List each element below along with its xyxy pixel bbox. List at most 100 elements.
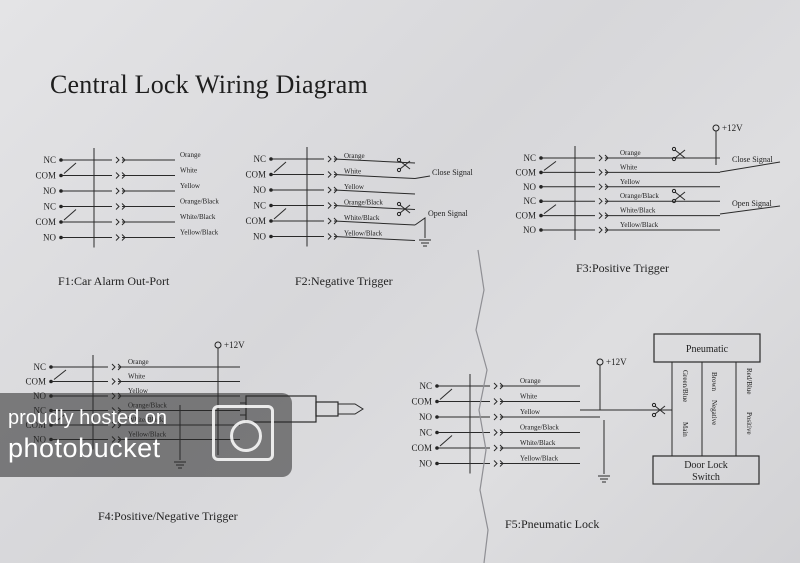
f5-pin-nc: NC <box>419 428 432 438</box>
f1-connector-arrow <box>115 156 120 164</box>
power-label: +12V <box>722 123 743 133</box>
f5-wire-label: White <box>520 393 537 401</box>
f5-wire-label: White/Black <box>520 439 556 447</box>
f2-wire <box>333 205 416 210</box>
f3-cut-icon <box>671 198 677 204</box>
watermark-hosted-text: proudly hosted on <box>8 407 168 429</box>
f5-cut-icon <box>651 402 657 408</box>
f1-pin-no: NO <box>43 233 56 243</box>
f2-connector-arrow <box>327 202 332 209</box>
diagram-title: Central Lock Wiring Diagram <box>50 70 368 99</box>
f3-pin-com: COM <box>515 167 536 177</box>
power-label: +12V <box>224 340 245 350</box>
f3-wire-label: Orange <box>620 149 641 157</box>
f5-switch-arm <box>439 435 453 447</box>
f2-cut-icon <box>396 167 402 173</box>
f3-pin-no: NO <box>523 182 536 192</box>
f2-wire-label: White <box>344 168 361 176</box>
power-label: +12V <box>606 357 627 367</box>
f2-pin-nc: NC <box>253 201 266 211</box>
f2-wire-label: Yellow/Black <box>344 230 383 238</box>
f5-pin-com: COM <box>411 397 432 407</box>
f1-wire-label: Yellow <box>180 182 201 190</box>
f2-wire-label: White/Black <box>344 214 380 222</box>
f2-close-lead <box>414 175 431 179</box>
f5-pin-nc: NC <box>419 381 432 391</box>
f3-close-signal-line <box>719 161 781 173</box>
f1-pin-com: COM <box>35 217 56 227</box>
f4-wire-label: White <box>128 373 145 381</box>
f5-pin-no: NO <box>419 412 432 422</box>
f2-cut-icon <box>396 201 402 207</box>
f2-connector-arrow <box>327 155 332 163</box>
f1-pin-nc: NC <box>43 155 56 165</box>
f4-wire-label: Yellow <box>128 387 149 395</box>
f2-caption: F2:Negative Trigger <box>295 274 393 288</box>
f3-connector-arrow <box>598 183 603 191</box>
f3-cut-icon <box>674 149 686 159</box>
f1-wire-label: White/Black <box>180 213 216 221</box>
f5-brown-label: Brown <box>710 372 718 392</box>
f2-open-signal-label: Open Signal <box>428 209 469 218</box>
f2-wire <box>333 236 416 241</box>
watermark-brand-text: photobucket <box>8 433 161 463</box>
f3-connector-arrow <box>598 226 603 234</box>
f5-wire-label: Orange <box>520 377 541 385</box>
f1-switch-arm <box>63 162 77 174</box>
f1-connector-arrow <box>115 187 120 195</box>
f2-cut-icon <box>399 204 411 214</box>
f2-connector-arrow <box>327 233 332 240</box>
f3-wire-label: White/Black <box>620 207 656 215</box>
f2-wire-label: Yellow <box>344 183 365 191</box>
f4-switch-arm <box>53 369 67 380</box>
f2-close-signal-label: Close Signal <box>432 168 473 177</box>
f3-wire-label: Orange/Black <box>620 192 659 200</box>
f4-pin-nc: NC <box>33 362 46 372</box>
f2-pin-no: NO <box>253 185 266 195</box>
f2-wire <box>333 220 416 226</box>
f1-wire-label: Yellow/Black <box>180 229 219 237</box>
f3-open-signal-label: Open Signal <box>732 199 773 208</box>
f3-close-signal-label: Close Signal <box>732 155 773 164</box>
f3-cut-icon <box>671 188 677 194</box>
f4-connector-arrow <box>111 363 116 371</box>
f2-cut-icon <box>396 211 402 217</box>
paper-crease <box>475 249 489 563</box>
f1-connector-arrow <box>115 172 120 179</box>
f5-connector-arrow <box>493 382 498 390</box>
f3-connector-arrow <box>598 212 603 219</box>
f5-connector-arrow <box>493 413 498 421</box>
f2-cut-icon <box>396 157 402 163</box>
f2-cut-icon <box>399 160 411 170</box>
f3-connector-arrow <box>598 169 603 176</box>
f3-open-signal-line <box>719 205 781 215</box>
f1-connector-arrow <box>115 218 120 226</box>
f3-cut-icon <box>674 191 686 201</box>
f3-caption: F3:Positive Trigger <box>576 261 669 275</box>
f5-pin-no: NO <box>419 459 432 469</box>
f3-pin-no: NO <box>523 225 536 235</box>
f2-pin-com: COM <box>245 170 266 180</box>
f5-caption: F5:Pneumatic Lock <box>505 517 599 531</box>
f2-wire-label: Orange <box>344 152 365 160</box>
f3-cut-icon <box>671 156 677 162</box>
f5-connector-arrow <box>493 460 498 467</box>
f5-cut-icon <box>654 405 666 415</box>
f1-switch-arm <box>63 209 77 221</box>
f3-connector-arrow <box>598 197 603 205</box>
f1-wire-label: Orange/Black <box>180 198 219 206</box>
f5-cut-icon <box>651 412 657 418</box>
f3-pin-com: COM <box>515 211 536 221</box>
f1-pin-no: NO <box>43 186 56 196</box>
f5-green-blue-label: Green/Blue <box>681 370 689 402</box>
f3-wire-label: Yellow/Black <box>620 221 659 229</box>
f1-caption: F1:Car Alarm Out-Port <box>58 274 170 288</box>
f4-actuator-neck <box>315 401 339 417</box>
f5-door-lock-box <box>652 455 760 485</box>
f3-switch-arm <box>543 160 557 171</box>
f1-pin-com: COM <box>35 171 56 181</box>
f1-wire-label: White <box>180 167 197 175</box>
f2-pin-nc: NC <box>253 154 266 164</box>
f2-wire <box>333 189 416 195</box>
f5-main-label: Main <box>681 422 689 437</box>
